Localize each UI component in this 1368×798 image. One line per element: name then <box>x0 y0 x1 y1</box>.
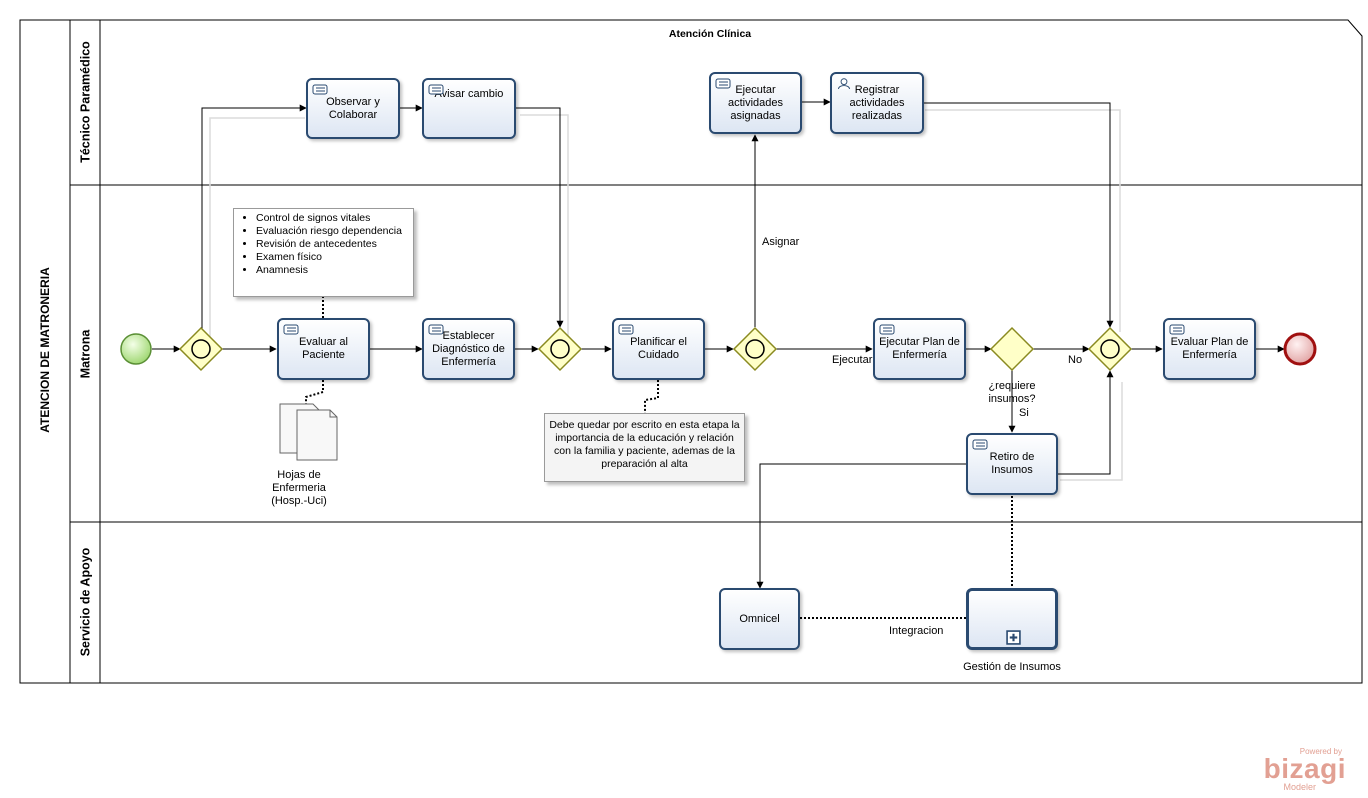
logo-brand: bizagi <box>1263 753 1346 784</box>
data-object-label: Hojas de Enfermeria (Hosp.-Uci) <box>271 469 327 507</box>
lane-title-servicio: Servicio de Apoyo <box>78 547 93 657</box>
flow-retiro-omnicel <box>756 463 966 589</box>
end-event[interactable] <box>1283 332 1317 366</box>
subprocess-gestion-insumos[interactable] <box>966 588 1058 650</box>
task-observar-colaborar[interactable]: Observar y Colaborar <box>306 78 400 139</box>
logo-powered: Powered by <box>1299 747 1342 756</box>
user-task-icon <box>428 324 444 335</box>
flow-label-no: No <box>1068 354 1083 366</box>
task-omnicel[interactable]: Omnicel <box>719 588 800 650</box>
flow-retiro-gw5 <box>1058 370 1114 475</box>
annotation-note[interactable]: Debe quedar por escrito en esta etapa la… <box>544 413 745 482</box>
annotation-item: Revisión de antecedentes <box>256 238 413 251</box>
user-task-icon <box>428 84 444 95</box>
gateway-1[interactable] <box>178 326 224 372</box>
task-label: Registrar actividades realizadas <box>849 83 905 122</box>
gateway-3[interactable] <box>732 326 778 372</box>
annotation-item: Evaluación riesgo dependencia <box>256 225 413 238</box>
gateway-4-exclusive[interactable] <box>989 326 1035 372</box>
user-task-icon <box>312 84 328 95</box>
bizagi-logo: Powered by bizagi Modeler <box>1264 747 1346 792</box>
task-label: Retiro de Insumos <box>989 451 1035 476</box>
gateway-5[interactable] <box>1087 326 1133 372</box>
associations <box>305 296 1013 619</box>
data-object-collection[interactable] <box>279 403 338 461</box>
logo-product: Modeler <box>1283 782 1316 792</box>
task-label: Observar y Colaborar <box>326 95 380 121</box>
task-label: Omnicel <box>739 612 780 625</box>
subprocess-label: Gestión de Insumos <box>963 661 1061 673</box>
task-label: Ejecutar actividades asignadas <box>727 83 784 122</box>
lane-title-matrona: Matrona <box>78 329 93 379</box>
annotation-item: Control de signos vitales <box>256 212 413 225</box>
task-ejecutar-actividades[interactable]: Ejecutar actividades asignadas <box>709 72 802 134</box>
task-evaluar-paciente[interactable]: Evaluar al Paciente <box>277 318 370 380</box>
task-ejecutar-plan[interactable]: Ejecutar Plan de Enfermería <box>873 318 966 380</box>
flow-label-asignar: Asignar <box>762 236 800 248</box>
flow-gw1-observar <box>201 104 307 329</box>
task-registrar-actividades[interactable]: Registrar actividades realizadas <box>830 72 924 134</box>
phase-title: Atención Clínica <box>668 28 752 40</box>
flow-registrar-gw5 <box>924 102 1114 328</box>
user-task-icon <box>618 324 634 335</box>
gateway-2[interactable] <box>537 326 583 372</box>
start-event[interactable] <box>120 333 152 365</box>
assoc-data-object <box>305 380 324 408</box>
task-establecer-diagnostico[interactable]: Establecer Diagnóstico de Enfermería <box>422 318 515 380</box>
task-evaluar-plan[interactable]: Evaluar Plan de Enfermería <box>1163 318 1256 380</box>
flow-label-si: Si <box>1019 407 1029 419</box>
person-task-icon <box>838 78 850 89</box>
task-label: Evaluar Plan de Enfermería <box>1170 336 1249 361</box>
task-label: Ejecutar Plan de Enfermería <box>879 336 960 361</box>
task-label: Establecer Diagnóstico de Enfermería <box>432 329 505 368</box>
pool-border <box>19 19 1363 684</box>
user-task-icon <box>972 439 988 450</box>
shadow-connectors <box>209 109 1123 481</box>
task-avisar-cambio[interactable]: Avisar cambio <box>422 78 516 139</box>
sequence-flows <box>152 98 1285 589</box>
pool-title: ATENCION DE MATRONERIA <box>38 267 52 433</box>
expand-plus-icon[interactable] <box>1006 630 1021 645</box>
flow-label-question: ¿requiere insumos? <box>988 380 1036 405</box>
lane-title-tecnico: Técnico Paramédico <box>78 41 93 163</box>
task-label: Avisar cambio <box>434 88 504 100</box>
user-task-icon <box>879 324 895 335</box>
user-task-icon <box>715 78 731 89</box>
task-label: Evaluar al Paciente <box>299 336 348 361</box>
assoc-annotation-note <box>644 380 659 413</box>
annotation-list[interactable]: Control de signos vitales Evaluación rie… <box>233 208 414 297</box>
task-retiro-insumos[interactable]: Retiro de Insumos <box>966 433 1058 495</box>
task-label: Planificar el Cuidado <box>630 336 687 361</box>
annotation-item: Examen físico <box>256 251 413 264</box>
annotation-item: Anamnesis <box>256 264 413 277</box>
user-task-icon <box>283 324 299 335</box>
flow-label-integracion: Integracion <box>889 625 944 637</box>
user-task-icon <box>1169 324 1185 335</box>
flow-label-ejecutar: Ejecutar <box>832 354 873 366</box>
task-planificar-cuidado[interactable]: Planificar el Cuidado <box>612 318 705 380</box>
flow-avisar-gw2 <box>516 107 564 328</box>
